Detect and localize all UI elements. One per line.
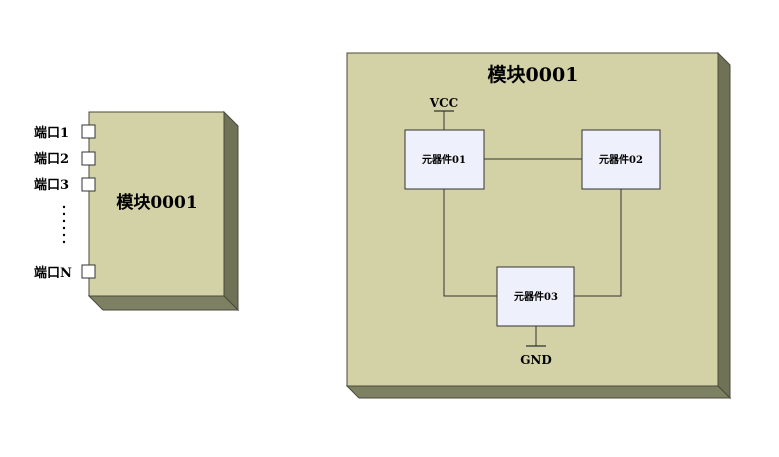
vcc-terminal: VCC bbox=[429, 96, 458, 112]
left-module-title: 模块0001 bbox=[116, 192, 197, 213]
port-box[interactable] bbox=[81, 264, 96, 279]
right-module-face bbox=[346, 52, 719, 387]
component-label: 元器件02 bbox=[599, 153, 643, 166]
port-n[interactable]: 端口N bbox=[34, 264, 96, 281]
left-module-bottom bbox=[87, 295, 240, 311]
right-module-side bbox=[717, 51, 731, 400]
right-module: 模块0001 VCC GND 元器件01 元器件02 bbox=[345, 51, 732, 400]
port-label: 端口N bbox=[34, 265, 72, 281]
port-box[interactable] bbox=[81, 124, 96, 139]
right-module-title: 模块0001 bbox=[488, 63, 579, 86]
port-label: 端口3 bbox=[34, 177, 69, 193]
left-module-side bbox=[223, 110, 239, 312]
port-1[interactable]: 端口1 bbox=[34, 124, 96, 141]
wire-02-03 bbox=[574, 189, 622, 297]
component-03[interactable]: 元器件03 bbox=[496, 266, 575, 327]
component-01[interactable]: 元器件01 bbox=[404, 129, 485, 190]
left-module-face bbox=[88, 111, 225, 297]
port-label: 端口2 bbox=[34, 151, 69, 167]
wires bbox=[443, 111, 622, 346]
port-3[interactable]: 端口3 bbox=[34, 177, 96, 193]
wire-01-03 bbox=[443, 189, 497, 297]
left-module: 模块0001 端口1 端口2 端口3 端口N bbox=[34, 110, 240, 312]
port-label: 端口1 bbox=[34, 125, 69, 141]
gnd-terminal: GND bbox=[520, 345, 552, 367]
vcc-label: VCC bbox=[429, 96, 458, 110]
component-label: 元器件01 bbox=[422, 153, 466, 166]
component-label: 元器件03 bbox=[514, 290, 558, 303]
port-2[interactable]: 端口2 bbox=[34, 151, 96, 167]
port-box[interactable] bbox=[81, 177, 96, 192]
port-box[interactable] bbox=[81, 151, 96, 166]
gnd-label: GND bbox=[520, 353, 552, 367]
right-module-bottom bbox=[345, 385, 732, 399]
port-ellipsis bbox=[62, 205, 66, 244]
component-02[interactable]: 元器件02 bbox=[581, 129, 661, 190]
